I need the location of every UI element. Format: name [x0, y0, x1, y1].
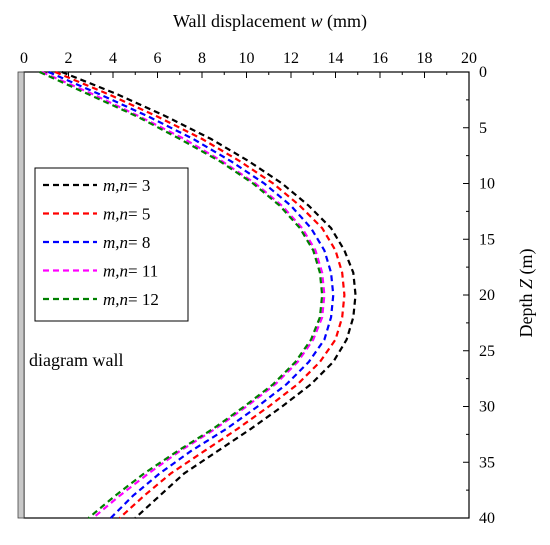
series-line: [54, 70, 346, 519]
y-tick-label: 25: [479, 343, 495, 360]
series-line: [61, 70, 357, 519]
legend-label: m,n= 3: [103, 176, 150, 195]
wall-layer: [17, 71, 25, 519]
series-line: [41, 70, 326, 519]
x-tick-label: 2: [65, 50, 73, 67]
y-axis-title: Depth Z (m): [516, 248, 537, 337]
legend-label: m,n= 8: [103, 233, 150, 252]
x-tick-label: 12: [283, 50, 299, 67]
x-tick-label: 10: [239, 50, 255, 67]
legend-box: [34, 167, 189, 322]
x-axis-title: Wall displacement w (mm): [173, 11, 367, 32]
y-tick-label: 20: [479, 287, 495, 304]
y-tick-label: 40: [479, 510, 495, 527]
x-tick-label: 16: [372, 50, 388, 67]
x-tick-label: 4: [109, 50, 117, 67]
y-tick-label: 0: [479, 64, 487, 81]
series-line: [39, 70, 324, 519]
diagram-wall-label: diagram wall: [29, 350, 123, 370]
legend-label: m,n= 5: [103, 205, 150, 224]
legend-label: m,n= 12: [103, 290, 159, 309]
y-tick-label: 5: [479, 120, 487, 137]
x-tick-label: 0: [20, 50, 28, 67]
y-tick-label: 10: [479, 176, 495, 193]
x-tick-label: 6: [154, 50, 162, 67]
x-tick-label: 14: [328, 50, 344, 67]
series-line: [48, 70, 335, 519]
x-tick-label: 20: [461, 50, 477, 67]
series-layer: [39, 70, 357, 519]
y-tick-label: 35: [479, 454, 495, 471]
y-tick-label: 30: [479, 399, 495, 416]
diagram-wall-bar: [17, 71, 25, 519]
legend-layer: m,n= 3 m,n= 5 m,n= 8 m,n= 11 m,n= 12: [34, 167, 189, 322]
x-tick-label: 18: [417, 50, 433, 67]
legend-label: m,n= 11: [103, 262, 158, 281]
y-tick-label: 15: [479, 231, 495, 248]
x-tick-label: 8: [198, 50, 206, 67]
